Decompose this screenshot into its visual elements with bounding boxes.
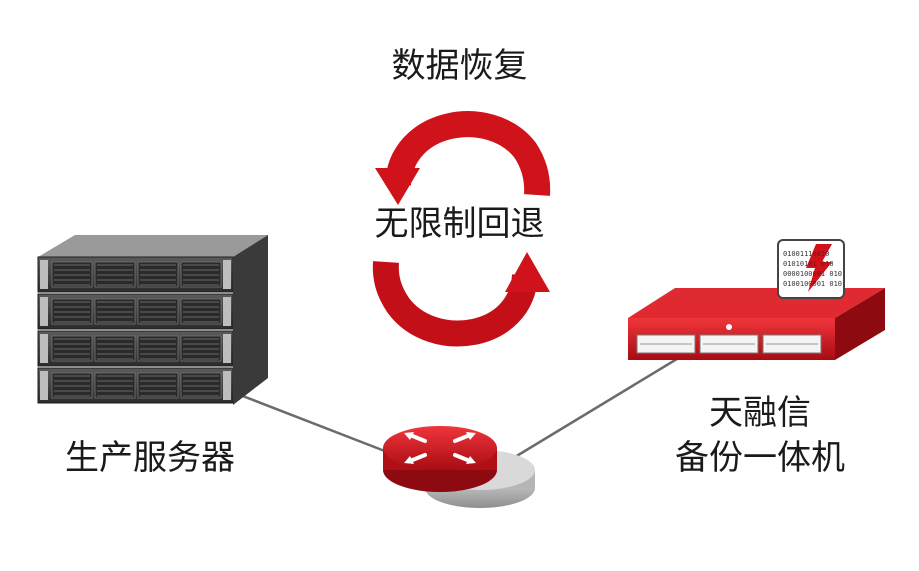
server-unit	[37, 256, 234, 293]
screen-line-1: 01001110010	[783, 250, 829, 258]
cycle-label: 无限制回退	[374, 204, 545, 244]
screen-line-3: 0000100001 010	[783, 270, 842, 278]
server-unit	[37, 330, 234, 367]
screen-line-2: 01010101 010	[783, 260, 834, 268]
link-router-appliance	[509, 343, 701, 462]
appliance-screen	[777, 239, 845, 299]
appliance-label-1: 天融信	[709, 393, 811, 433]
cycle-arrows-icon	[372, 111, 551, 347]
server-rack-icon	[37, 235, 268, 405]
diagram-title: 数据恢复	[391, 46, 528, 86]
server-unit	[37, 367, 234, 404]
screen-line-4: 0100100001 010	[783, 280, 842, 288]
router-icon	[383, 426, 535, 508]
backup-appliance-icon: 01001110010 01010101 010 0000100001 010 …	[628, 239, 885, 360]
appliance-label-2: 备份一体机	[675, 438, 845, 478]
server-unit	[37, 293, 234, 330]
server-label: 生产服务器	[65, 438, 235, 478]
link-server-router	[234, 391, 396, 457]
